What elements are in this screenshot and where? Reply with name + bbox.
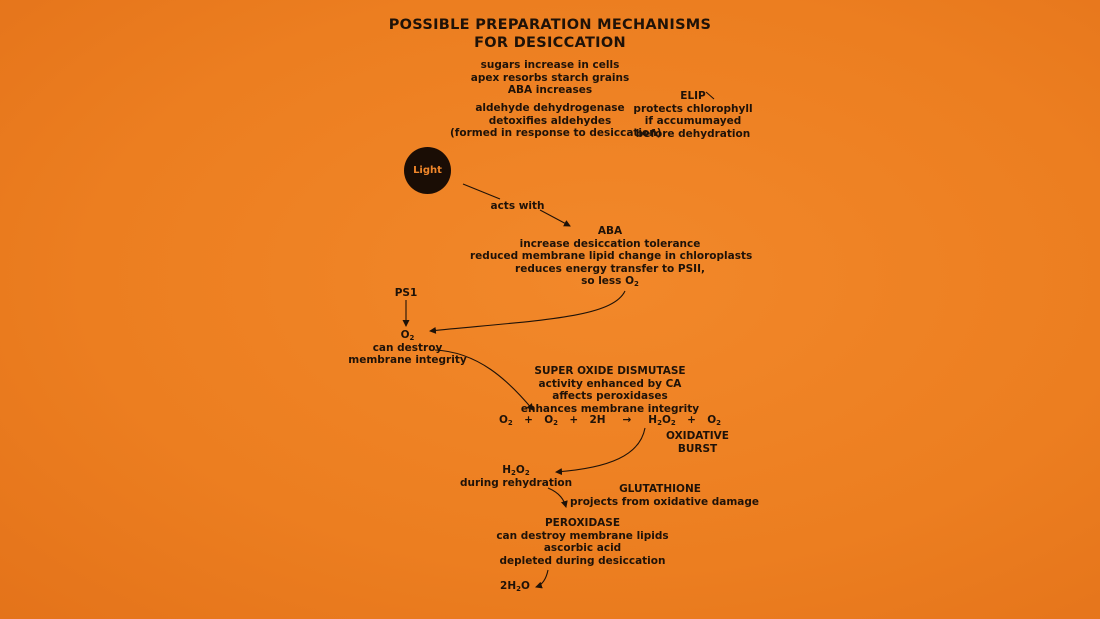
title-line-2: FOR DESICCATION: [474, 35, 626, 51]
h2o2-line-2: during rehydration: [460, 476, 573, 489]
prep-line-2: apex resorbs starch grains: [470, 71, 630, 84]
ps1-label: PS1: [394, 287, 418, 299]
peroxidase-block: PEROXIDASE can destroy membrane lipids a…: [490, 517, 675, 567]
sod-equation: O2 + O2 + 2H → H2O2 + O2: [498, 414, 722, 427]
elip-block: ELIP protects chlorophyll if accumumayed…: [628, 90, 758, 140]
elip-line-1: ELIP: [680, 90, 706, 102]
aba-block: ABA increase desiccation tolerance reduc…: [470, 225, 753, 288]
acts-with-label: acts with: [490, 200, 545, 212]
aba-line-2: increase desiccation tolerance: [519, 237, 701, 250]
elip-line-4: before dehydration: [635, 127, 751, 140]
o2-label: O2: [400, 329, 415, 342]
arrow-aba-to-o2: [429, 290, 626, 334]
peroxidase-line-3: ascorbic acid: [543, 542, 622, 554]
peroxidase-line-1: PEROXIDASE: [544, 517, 621, 529]
aba-line-1: ABA: [597, 225, 623, 237]
h2o2-block: H2O2 during rehydration: [460, 464, 572, 489]
aldehyde-line-2: detoxifies aldehydes: [488, 114, 612, 127]
arrow-burst-to-h2o2: [555, 427, 646, 476]
elip-line-2: protects chlorophyll: [633, 102, 753, 115]
arrow-h2o2-to-peroxidase: [547, 487, 568, 508]
preparation-list: sugars increase in cells apex resorbs st…: [450, 59, 650, 97]
arrow-o2-to-sod: [434, 349, 534, 411]
aldehyde-line-3: (formed in response to desiccation): [450, 127, 662, 139]
h2o2-label: H2O2: [502, 464, 530, 477]
oxidative-burst-label: OXIDATIVE BURST: [660, 430, 735, 455]
elip-line-3: if accumumayed: [644, 115, 742, 127]
arrow-peroxidase-to-water: [535, 569, 549, 589]
oxidative-line-1: OXIDATIVE: [666, 430, 729, 442]
elip-tick: [705, 91, 715, 100]
glutathione-line-1: GLUTATHIONE: [619, 483, 701, 495]
sod-line-4: enhances membrane integrity: [520, 402, 700, 415]
sod-line-2: activity enhanced by CA: [538, 377, 682, 390]
glutathione-line-2: projects from oxidative damage: [570, 495, 760, 508]
aba-line-3: reduced membrane lipid change in chlorop…: [470, 250, 753, 262]
aba-line-4: reduces energy transfer to PSII,: [515, 262, 705, 275]
light-node: Light: [404, 147, 451, 194]
o2-block: O2 can destroy membrane integrity: [340, 329, 475, 367]
aldehyde-line-1: aldehyde dehydrogenase: [475, 102, 625, 114]
peroxidase-line-2: can destroy membrane lipids: [496, 529, 669, 542]
water-label: 2H2O: [500, 580, 530, 593]
aba-line-5: so less O2: [581, 275, 639, 288]
sod-block: SUPER OXIDE DISMUTASE activity enhanced …: [510, 365, 710, 415]
peroxidase-line-4: depleted during desiccation: [499, 554, 666, 567]
prep-line-3: ABA increases: [507, 84, 593, 96]
o2-line-2: can destroy: [372, 341, 443, 354]
glutathione-block: GLUTATHIONE projects from oxidative dama…: [570, 483, 760, 508]
prep-line-1: sugars increase in cells: [480, 59, 620, 71]
arrow-acts-with-to-aba: [539, 209, 571, 227]
aldehyde-block: aldehyde dehydrogenase detoxifies aldehy…: [450, 102, 662, 140]
title-line-1: POSSIBLE PREPARATION MECHANISMS: [388, 17, 712, 33]
diagram-title: POSSIBLE PREPARATION MECHANISMS FOR DESI…: [0, 16, 1100, 52]
light-label: Light: [413, 165, 442, 176]
sod-line-1: SUPER OXIDE DISMUTASE: [534, 365, 686, 377]
sod-line-3: affects peroxidases: [552, 390, 668, 402]
oxidative-line-2: BURST: [677, 442, 718, 455]
o2-line-3: membrane integrity: [348, 354, 467, 366]
arrow-light-to-acts-with: [462, 183, 501, 200]
